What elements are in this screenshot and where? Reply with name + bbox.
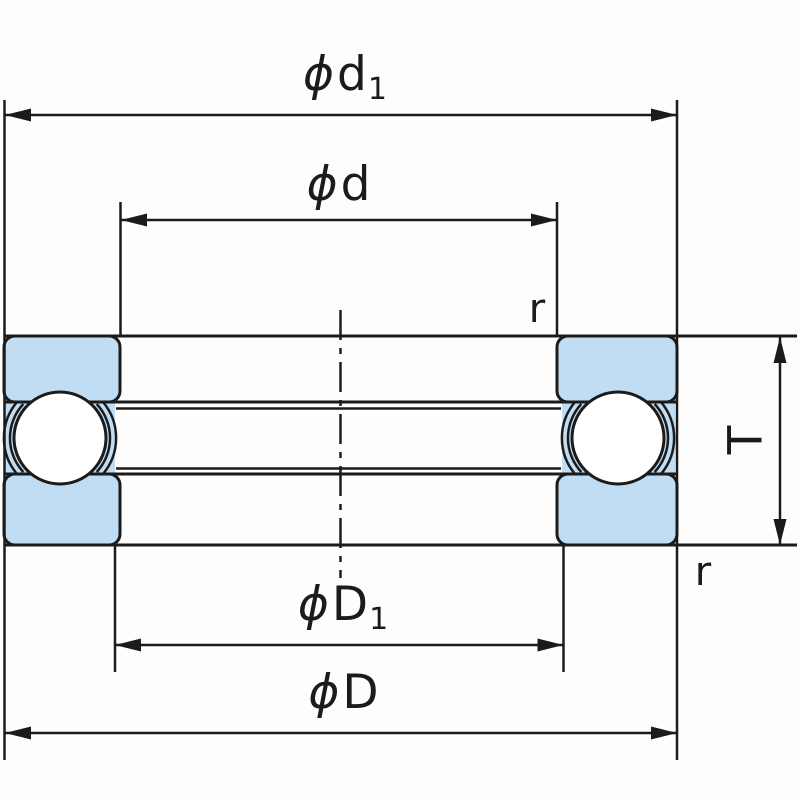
groove-arc xyxy=(560,401,576,475)
dim-letter: D xyxy=(342,665,379,720)
dim-label-phi-d: ϕd xyxy=(307,161,372,215)
dim-label-r-top: r xyxy=(528,286,546,332)
dim-subscript: 1 xyxy=(367,72,387,107)
dim-label-phi-d1: ϕd1 xyxy=(303,51,387,105)
groove-arc xyxy=(95,403,112,473)
dimension-line-phi-d xyxy=(121,213,557,227)
arrowhead-right xyxy=(651,726,677,740)
arrowhead-left xyxy=(5,108,31,122)
dim-label-T: T xyxy=(718,425,774,455)
groove-arc xyxy=(102,401,118,475)
dim-label-phi-D: ϕD xyxy=(308,669,379,723)
phi-symbol: ϕ xyxy=(308,665,340,720)
ball-groove-arcs-right xyxy=(560,401,676,475)
phi-symbol: ϕ xyxy=(306,157,338,212)
dim-letter: d xyxy=(340,157,371,212)
arrowhead-left xyxy=(5,726,31,740)
arrowhead-up xyxy=(773,337,787,363)
dim-subscript: 1 xyxy=(369,602,389,637)
phi-symbol: ϕ xyxy=(303,47,335,102)
dimension-line-phi-d1 xyxy=(5,108,677,122)
dimension-line-phi-D1 xyxy=(115,638,564,652)
ball-right xyxy=(570,390,666,486)
phi-symbol: ϕ xyxy=(297,577,329,632)
groove-arc xyxy=(653,403,670,473)
dim-letter: d xyxy=(337,47,367,102)
arrowhead-right xyxy=(651,108,677,122)
dimension-line-T xyxy=(773,337,787,545)
dim-label-r-bottom: r xyxy=(694,549,712,595)
dim-label-phi-D1: ϕD1 xyxy=(298,581,388,635)
groove-arc xyxy=(660,401,676,475)
dim-letter: D xyxy=(331,577,369,632)
groove-arc xyxy=(8,403,25,473)
ball-left xyxy=(12,390,108,486)
arrowhead-right xyxy=(531,213,557,227)
arrowhead-left xyxy=(121,213,147,227)
dimension-line-phi-D xyxy=(5,726,677,740)
arrowhead-right xyxy=(537,638,564,652)
arrowhead-down xyxy=(773,519,787,545)
groove-arc xyxy=(566,403,583,473)
arrowhead-left xyxy=(115,638,141,652)
